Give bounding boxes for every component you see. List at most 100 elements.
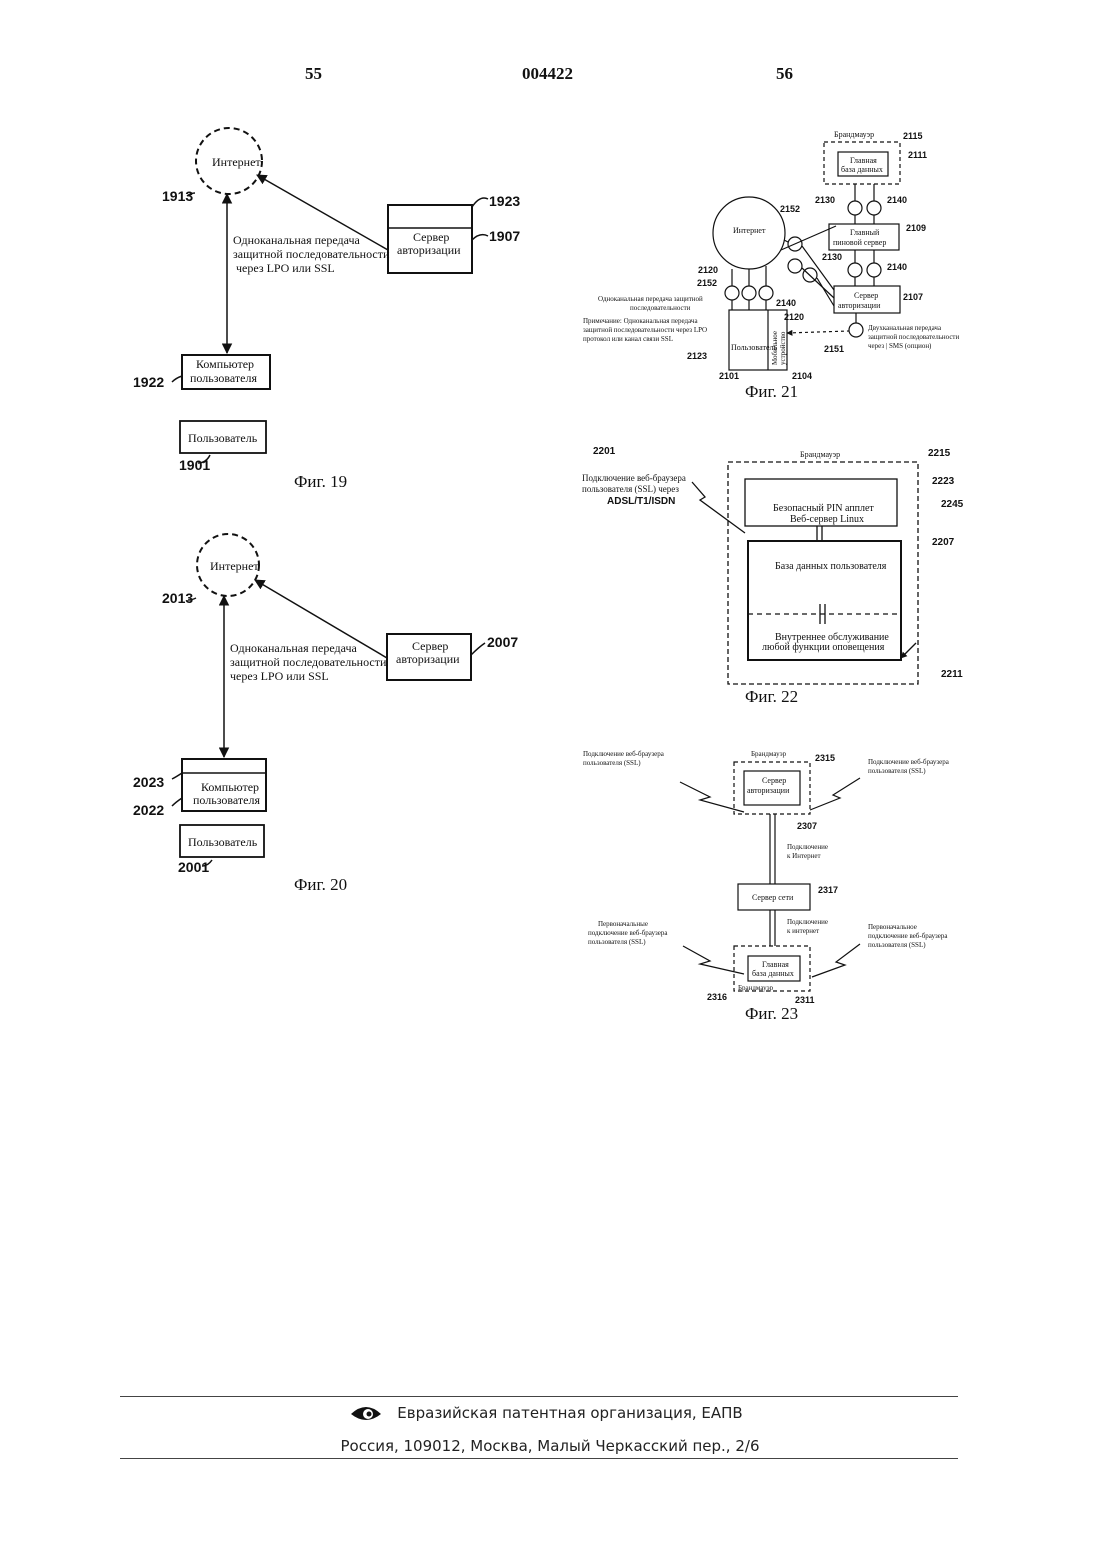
- ref-2101: 2101: [719, 371, 739, 381]
- ref-2001: 2001: [178, 859, 209, 875]
- fig19-channel-l2: защитной последовательности: [233, 247, 390, 261]
- fig22-db: База данных пользователя: [775, 561, 887, 572]
- ref-2130a: 2130: [815, 195, 835, 205]
- fig21-pin-l2: пиновой сервер: [833, 238, 886, 247]
- fig23-netsrv: Сервер сети: [752, 893, 794, 902]
- fig19-channel-l3: через LPO или SSL: [236, 261, 335, 275]
- figure-20: [172, 534, 485, 866]
- fig23-auth-l1: Сервер: [762, 776, 786, 785]
- fig19-channel-l1: Одноканальная передача: [233, 233, 360, 247]
- fig22-conn-l1: Подключение веб-браузера: [582, 473, 686, 483]
- fig19-computer-l1: Компьютер: [196, 357, 254, 371]
- ref-2151: 2151: [824, 344, 844, 354]
- fig19-server-l1: Сервер: [413, 230, 449, 244]
- ref-1913: 1913: [162, 188, 193, 204]
- fig23-init-br-l2: подключение веб-браузера: [868, 932, 948, 940]
- fig21-maindb-l1: Главная: [850, 156, 877, 165]
- fig20-server-l1: Сервер: [412, 639, 448, 653]
- fig22-svc-l2: любой функции оповещения: [762, 642, 885, 653]
- fig21-caption: Фиг. 21: [745, 382, 798, 401]
- fig23-maindb-l2: база данных: [752, 969, 794, 978]
- ref-2152b: 2152: [697, 278, 717, 288]
- footer-organization: Евразийская патентная организация, ЕАПВ: [0, 1404, 1100, 1422]
- fig23-inet1-l2: к Интернет: [787, 852, 821, 860]
- fig23-inet2-l1: Подключение: [787, 918, 828, 926]
- fig21-maindb-l2: база данных: [841, 165, 883, 174]
- fig23-firewall-top: Брандмауэр: [751, 750, 787, 758]
- fig23-conn-tl-l1: Подключение веб-браузера: [583, 750, 665, 758]
- fig19-server-l2: авторизации: [397, 243, 461, 257]
- ref-1907: 1907: [489, 228, 520, 244]
- fig20-server-l2: авторизации: [396, 652, 460, 666]
- fig23-conn-tl-l2: пользователя (SSL): [583, 759, 641, 767]
- fig21-single-l2: последовательности: [630, 304, 691, 312]
- footer-bottom-rule: [120, 1458, 958, 1459]
- fig20-channel-l1: Одноканальная передача: [230, 641, 357, 655]
- ref-1923: 1923: [489, 193, 520, 209]
- ref-2140a: 2140: [887, 195, 907, 205]
- fig23-maindb-l1: Главная: [762, 960, 789, 969]
- ref-2140b: 2140: [887, 262, 907, 272]
- fig19-computer-l2: пользователя: [190, 371, 257, 385]
- fig23-init-br-l3: пользователя (SSL): [868, 941, 926, 949]
- fig19-user-label: Пользователь: [188, 431, 258, 445]
- fig21-mobile-l1: Мобильное: [771, 331, 779, 365]
- ref-2111: 2111: [908, 150, 927, 160]
- fig21-firewall: Брандмауэр: [834, 130, 874, 139]
- fig23-firewall-bottom: Брандмауэр: [738, 984, 774, 992]
- fig22-conn-l2: пользователя (SSL) через: [582, 484, 679, 494]
- figure-19: [172, 128, 488, 463]
- ref-2140c: 2140: [776, 298, 796, 308]
- fig21-dual-l3: через | SMS (опцион): [868, 342, 932, 350]
- ref-2207: 2207: [932, 537, 955, 548]
- fig20-computer-l1: Компьютер: [201, 780, 259, 794]
- fig22-firewall: Брандмауэр: [800, 450, 840, 459]
- footer-address: Россия, 109012, Москва, Малый Черкасский…: [0, 1437, 1100, 1455]
- fig19-internet-label: Интернет: [212, 155, 261, 169]
- fig20-caption: Фиг. 20: [294, 875, 347, 894]
- fig23-caption: Фиг. 23: [745, 1004, 798, 1023]
- ref-2211: 2211: [941, 669, 963, 680]
- fig23-init-bl-l1: Первоначальные: [598, 920, 648, 928]
- fig21-mobile-l2: устройство: [779, 331, 787, 365]
- ref-2223: 2223: [932, 476, 955, 487]
- fig23-auth-l2: авторизации: [747, 786, 790, 795]
- ref-2104: 2104: [792, 371, 812, 381]
- fig21-dual-l1: Двухканальная передача: [868, 324, 942, 332]
- ref-2120b: 2120: [784, 312, 804, 322]
- fig21-internet: Интернет: [733, 226, 766, 235]
- fig23-init-br-l1: Первоначальное: [868, 923, 917, 931]
- ref-2152a: 2152: [780, 204, 800, 214]
- fig21-note-l1: Примечание: Одноканальная передача: [583, 317, 698, 325]
- fig21-note-l3: протокол или канал связи SSL: [583, 335, 673, 343]
- fig20-computer-l2: пользователя: [193, 793, 260, 807]
- ref-2130b: 2130: [822, 252, 842, 262]
- fig22-pin-l1: Безопасный PIN апплет: [773, 503, 874, 514]
- ref-2120a: 2120: [698, 265, 718, 275]
- fig23-init-bl-l2: подключение веб-браузера: [588, 929, 668, 937]
- ref-2307: 2307: [797, 821, 817, 831]
- fig23-inet1-l1: Подключение: [787, 843, 828, 851]
- ref-2317: 2317: [818, 885, 838, 895]
- fig21-dual-l2: защитной последовательности: [868, 333, 959, 341]
- fig21-single-l1: Одноканальная передача защитной: [598, 295, 703, 303]
- fig23-init-bl-l3: пользователя (SSL): [588, 938, 646, 946]
- fig22-pin-l2: Веб-сервер Linux: [790, 514, 864, 525]
- fig20-channel-l3: через LPO или SSL: [230, 669, 329, 683]
- fig22-conn-l3: ADSL/T1/ISDN: [607, 496, 675, 507]
- fig21-note-l2: защитной последовательности через LPO: [583, 326, 707, 334]
- figure-23: [680, 762, 860, 991]
- ref-1901: 1901: [179, 457, 210, 473]
- footer-top-rule: [120, 1396, 958, 1397]
- ref-2123: 2123: [687, 351, 707, 361]
- fig22-caption: Фиг. 22: [745, 687, 798, 706]
- ref-2215: 2215: [928, 448, 951, 459]
- fig21-auth-l2: авторизации: [838, 301, 881, 310]
- ref-2315: 2315: [815, 753, 835, 763]
- fig20-channel-l2: защитной последовательности: [230, 655, 387, 669]
- ref-2023: 2023: [133, 774, 164, 790]
- ref-1922: 1922: [133, 374, 164, 390]
- fig23-conn-tr-l2: пользователя (SSL): [868, 767, 926, 775]
- ref-2007: 2007: [487, 634, 518, 650]
